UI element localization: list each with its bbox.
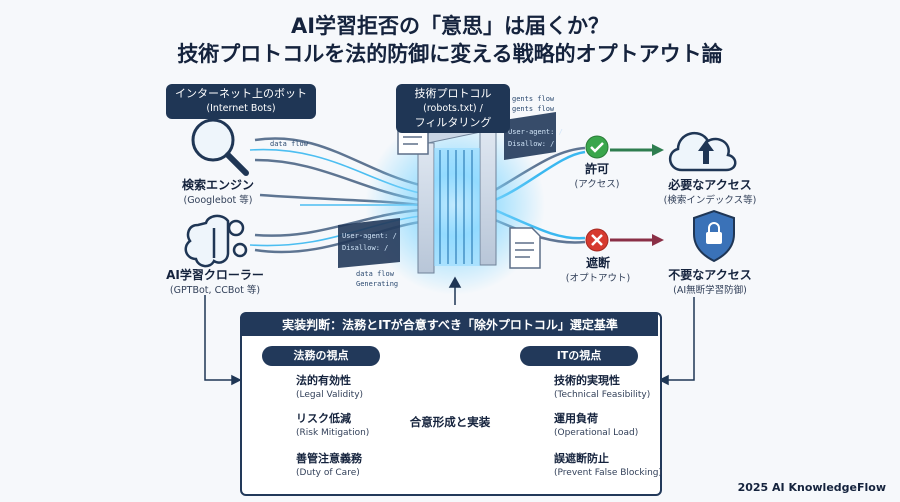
allow-sub: (アクセス) (574, 179, 620, 190)
needed-access-sub: (検索インデックス等) (663, 195, 757, 206)
unneeded-access-title: 不要なアクセス (668, 268, 752, 282)
code-user-agent-top: User-agent: / (508, 128, 563, 136)
code-disallow-top: Disallow: / (508, 140, 555, 148)
it-criterion-1-title: 技術的実現性 (554, 374, 620, 387)
it-criterion-1-sub: (Technical Feasibility) (554, 390, 651, 400)
internet-bots-title: インターネット上のボット (175, 87, 307, 100)
it-criterion-1: 技術的実現性 (Technical Feasibility) (554, 374, 650, 402)
ai-crawler-label: AI学習クローラー (GPTBot, CCBot 等) (150, 268, 280, 298)
legal-perspective-heading: 法務の視点 (262, 346, 380, 366)
criteria-panel-header: 実装判断：法務とITが合意すべき「除外プロトコル」選定基準 (242, 314, 658, 336)
protocol-title: 技術プロトコル (414, 87, 492, 100)
criteria-panel (240, 312, 662, 496)
search-engine-label: 検索エンジン (Googlebot 等) (158, 178, 278, 208)
it-criterion-2-title: 運用負荷 (554, 412, 598, 425)
gents-flow-text: gents flow (512, 95, 555, 103)
agreement-text: 合意形成と実装 (409, 415, 491, 429)
it-criterion-3-sub: (Prevent False Blocking) (554, 468, 662, 478)
shield-lock-icon (693, 209, 735, 263)
document-icon-right (509, 227, 541, 269)
legal-criterion-2-sub: (Risk Mitigation) (296, 428, 370, 438)
block-sub: (オプトアウト) (565, 273, 631, 284)
unneeded-access-label: 不要なアクセス (AI無断学習防御) (650, 268, 770, 298)
cloud-upload-icon (669, 131, 737, 172)
code-panel-top (504, 112, 556, 160)
search-engine-title: 検索エンジン (181, 178, 254, 192)
legal-criterion-2: リスク低減 (Risk Mitigation) (296, 412, 369, 440)
title-line-2: 技術プロトコルを法的防御に変える戦略的オプトアウト論 (177, 42, 723, 66)
generating-text: Generating (356, 280, 399, 288)
it-criterion-3: 誤遮断防止 (Prevent False Blocking) (554, 452, 662, 480)
data-flow-text: data flow (270, 140, 308, 148)
block-title: 遮断 (585, 256, 610, 270)
it-perspective-heading: ITの視点 (520, 346, 638, 366)
x-icon (585, 228, 609, 252)
needed-access-title: 必要なアクセス (668, 178, 752, 192)
unneeded-access-sub: (AI無断学習防御) (673, 285, 747, 296)
it-criterion-2-sub: (Operational Load) (554, 428, 639, 438)
code-user-agent-bottom: User-agent: / (342, 232, 397, 240)
data-flow-text-2: data flow (356, 270, 394, 278)
legal-criterion-1-sub: (Legal Validity) (296, 390, 364, 400)
it-criterion-3-title: 誤遮断防止 (554, 452, 609, 465)
legal-criterion-3: 善管注意義務 (Duty of Care) (296, 452, 362, 480)
legal-criterion-3-title: 善管注意義務 (296, 452, 362, 465)
internet-bots-sub: (Internet Bots) (206, 103, 276, 114)
search-engine-sub: (Googlebot 等) (183, 195, 253, 206)
connector-arrows (204, 276, 695, 386)
code-disallow-bottom: Disallow: / (342, 244, 389, 252)
footer-credit: 2025 AI KnowledgeFlow (737, 481, 886, 494)
legal-criterion-2-title: リスク低減 (296, 412, 351, 425)
brain-gear-icon (184, 214, 248, 268)
internet-bots-tag: インターネット上のボット (Internet Bots) (166, 84, 316, 119)
protocol-tag: 技術プロトコル (robots.txt) / フィルタリング (396, 84, 510, 133)
magnifier-icon (191, 118, 249, 176)
gents-flow-text-2: gents flow (512, 105, 555, 113)
allow-label: 許可 (アクセス) (562, 162, 632, 192)
protocol-filter: フィルタリング (414, 116, 492, 129)
legal-criterion-1: 法的有効性 (Legal Validity) (296, 374, 363, 402)
block-label: 遮断 (オプトアウト) (556, 256, 640, 286)
ai-crawler-title: AI学習クローラー (166, 268, 264, 282)
legal-criterion-3-sub: (Duty of Care) (296, 468, 360, 478)
title-line-1: AI学習拒否の「意思」は届くか？ (290, 14, 610, 38)
protocol-sub: (robots.txt) / (423, 103, 483, 114)
ai-crawler-sub: (GPTBot, CCBot 等) (169, 285, 261, 296)
check-icon (585, 135, 609, 159)
it-criterion-2: 運用負荷 (Operational Load) (554, 412, 638, 440)
legal-criterion-1-title: 法的有効性 (296, 374, 351, 387)
allow-title: 許可 (584, 162, 609, 176)
code-panel-bottom (338, 218, 400, 268)
gate-icon (416, 119, 502, 274)
needed-access-label: 必要なアクセス (検索インデックス等) (650, 178, 770, 208)
